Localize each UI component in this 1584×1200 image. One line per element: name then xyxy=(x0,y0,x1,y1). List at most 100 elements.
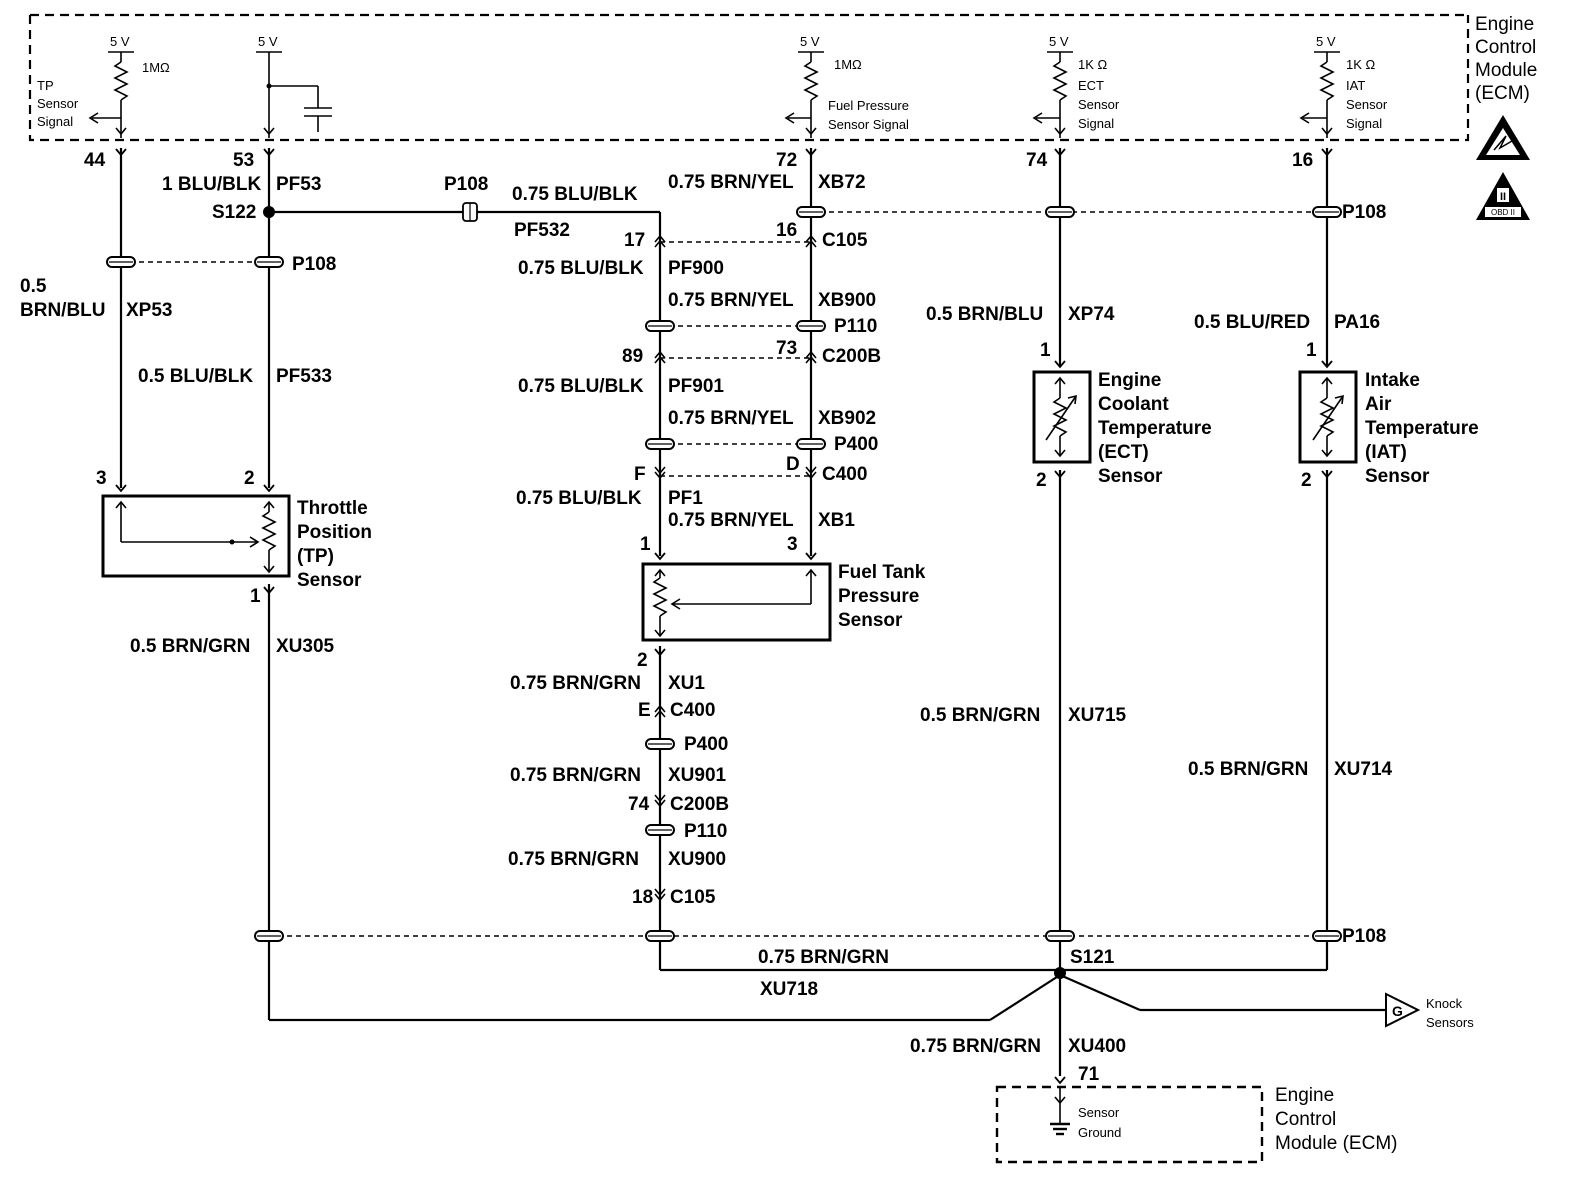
esd-warning-icon xyxy=(1476,115,1530,160)
splice-s121-label: S121 xyxy=(1070,947,1115,968)
obd-ii-text: OBD II xyxy=(1491,208,1515,217)
fuel-signal-line-2: Sensor Signal xyxy=(828,117,909,132)
wire-pf53-circuit: PF53 xyxy=(276,174,321,195)
ecm-5v-reference-circuit: 5 V xyxy=(256,34,332,138)
fuel-tank-pressure-sensor: 1 3 2 Fuel Tank Pressure Sensor xyxy=(637,534,926,671)
c105-pin-16: 16 xyxy=(776,220,797,241)
ecm-pin-74: 74 xyxy=(1026,150,1048,171)
ect-name-line-3: Temperature xyxy=(1098,418,1212,439)
wire-pf533-gauge: 0.5 BLU/BLK xyxy=(138,366,253,387)
ect-pin-2: 2 xyxy=(1036,470,1047,491)
p400-top-label: P400 xyxy=(834,434,878,455)
ecm-iat-circuit: 5 V 1K Ω IAT Sensor Signal xyxy=(1299,34,1388,138)
tp-signal-line-1: TP xyxy=(37,78,54,93)
ecm-pin-numbers: 44 53 72 74 16 xyxy=(84,150,1313,171)
tp-name-line-1: Throttle xyxy=(297,498,368,519)
ect-signal-line-2: Sensor xyxy=(1078,97,1120,112)
ecm-tp-circuit: 5 V 1MΩ TP Sensor Signal xyxy=(37,34,170,138)
wire-pf532-gauge: 0.75 BLU/BLK xyxy=(512,184,638,205)
wire-xu900-circuit: XU900 xyxy=(668,849,726,870)
bottom-ecm-line-3: Module (ECM) xyxy=(1275,1133,1397,1154)
wire-pf900-circuit: PF900 xyxy=(668,258,724,279)
iat-name-line-4: (IAT) xyxy=(1365,442,1407,463)
wire-xu718-gauge: 0.75 BRN/GRN xyxy=(758,947,889,968)
fuel-resistor-value: 1MΩ xyxy=(834,57,862,72)
wire-xu718-circuit: XU718 xyxy=(760,979,818,1000)
c200b-top-label: C200B xyxy=(822,346,881,367)
iat-5v-label: 5 V xyxy=(1316,34,1336,49)
wire-xb1-gauge: 0.75 BRN/YEL xyxy=(668,510,794,531)
c400-top-label: C400 xyxy=(822,464,867,485)
ecm-fuel-pressure-circuit: 5 V 1MΩ Fuel Pressure Sensor Signal xyxy=(784,34,909,138)
ref-5v-label: 5 V xyxy=(258,34,278,49)
wire-xu1-circuit: XU1 xyxy=(668,673,705,694)
fuel-pin-2: 2 xyxy=(637,650,648,671)
wire-xu1-gauge: 0.75 BRN/GRN xyxy=(510,673,641,694)
c200b-lower-label: C200B xyxy=(670,794,729,815)
iat-name-line-1: Intake xyxy=(1365,370,1420,391)
bottom-ecm-line-2: Control xyxy=(1275,1109,1336,1130)
wire-xu715-gauge: 0.5 BRN/GRN xyxy=(920,705,1040,726)
wire-xu714-circuit: XU714 xyxy=(1334,759,1393,780)
wire-xb902-circuit: XB902 xyxy=(818,408,876,429)
wire-pf900-gauge: 0.75 BLU/BLK xyxy=(518,258,644,279)
c105-lower-label: C105 xyxy=(670,887,716,908)
iat-pin-2: 2 xyxy=(1301,470,1312,491)
knock-sensors-reference: G Knock Sensors xyxy=(1385,992,1474,1030)
wire-xb1-circuit: XB1 xyxy=(818,510,855,531)
wire-xu901-circuit: XU901 xyxy=(668,765,727,786)
wire-xu305-gauge: 0.5 BRN/GRN xyxy=(130,636,250,657)
wire-xu715-circuit: XU715 xyxy=(1068,705,1127,726)
wire-paths xyxy=(119,148,1386,1076)
ect-pin-1: 1 xyxy=(1040,340,1051,361)
tp-sensor: 3 2 1 Throttle Position (TP) Sensor xyxy=(96,468,372,607)
wire-xu400-circuit: XU400 xyxy=(1068,1036,1126,1057)
inline-p108-connector xyxy=(462,202,478,222)
wire-xp53-gauge: 0.5 xyxy=(20,276,47,297)
wire-pf1-gauge: 0.75 BLU/BLK xyxy=(516,488,642,509)
tp-pin-2: 2 xyxy=(244,468,255,489)
ect-5v-label: 5 V xyxy=(1049,34,1069,49)
inline-connector-marks xyxy=(115,235,1333,1084)
tp-pin-3: 3 xyxy=(96,468,107,489)
ecm-label-line-2: Control xyxy=(1475,37,1536,58)
c200b-pin-74: 74 xyxy=(628,794,650,815)
sensor-ground-line-2: Ground xyxy=(1078,1125,1121,1140)
ecm-pin-44: 44 xyxy=(84,150,106,171)
wire-xb900-gauge: 0.75 BRN/YEL xyxy=(668,290,794,311)
c105-pin-17: 17 xyxy=(624,230,645,251)
ect-resistor-value: 1K Ω xyxy=(1078,57,1108,72)
ect-name-line-4: (ECT) xyxy=(1098,442,1149,463)
wire-pf1-circuit: PF1 xyxy=(668,488,703,509)
ect-signal-line-1: ECT xyxy=(1078,78,1104,93)
tp-signal-line-2: Sensor xyxy=(37,96,79,111)
bottom-ecm-line-1: Engine xyxy=(1275,1085,1334,1106)
iat-sensor: 1 2 Intake Air Temperature (IAT) Sensor xyxy=(1298,340,1479,491)
iat-name-line-2: Air xyxy=(1365,394,1392,415)
p110-lower-label: P110 xyxy=(684,821,727,842)
tp-name-line-4: Sensor xyxy=(297,570,362,591)
iat-signal-line-2: Sensor xyxy=(1346,97,1388,112)
sensor-ground-line-1: Sensor xyxy=(1078,1105,1120,1120)
wire-xb902-gauge: 0.75 BRN/YEL xyxy=(668,408,794,429)
wire-xu901-gauge: 0.75 BRN/GRN xyxy=(510,765,641,786)
c105-pin-18: 18 xyxy=(632,887,653,908)
wire-xu305-circuit: XU305 xyxy=(276,636,335,657)
wire-pf901-gauge: 0.75 BLU/BLK xyxy=(518,376,644,397)
iat-name-line-3: Temperature xyxy=(1365,418,1479,439)
wire-pa16-circuit: PA16 xyxy=(1334,312,1380,333)
fuel-name-line-3: Sensor xyxy=(838,610,903,631)
wire-xu714-gauge: 0.5 BRN/GRN xyxy=(1188,759,1308,780)
fuel-pin-3: 3 xyxy=(787,534,798,555)
wire-xp74-gauge: 0.5 BRN/BLU xyxy=(926,304,1043,325)
wire-xb72-gauge: 0.75 BRN/YEL xyxy=(668,172,794,193)
c200b-pin-89: 89 xyxy=(622,346,643,367)
knock-label-line-1: Knock xyxy=(1426,996,1463,1011)
fuel-name-line-2: Pressure xyxy=(838,586,919,607)
ect-signal-line-3: Signal xyxy=(1078,116,1114,131)
wire-pf532-circuit: PF532 xyxy=(514,220,570,241)
wire-pf901-circuit: PF901 xyxy=(668,376,724,397)
ecm-pin-terminals xyxy=(115,148,1333,156)
fuel-5v-label: 5 V xyxy=(800,34,820,49)
c200b-pin-73: 73 xyxy=(776,338,797,359)
